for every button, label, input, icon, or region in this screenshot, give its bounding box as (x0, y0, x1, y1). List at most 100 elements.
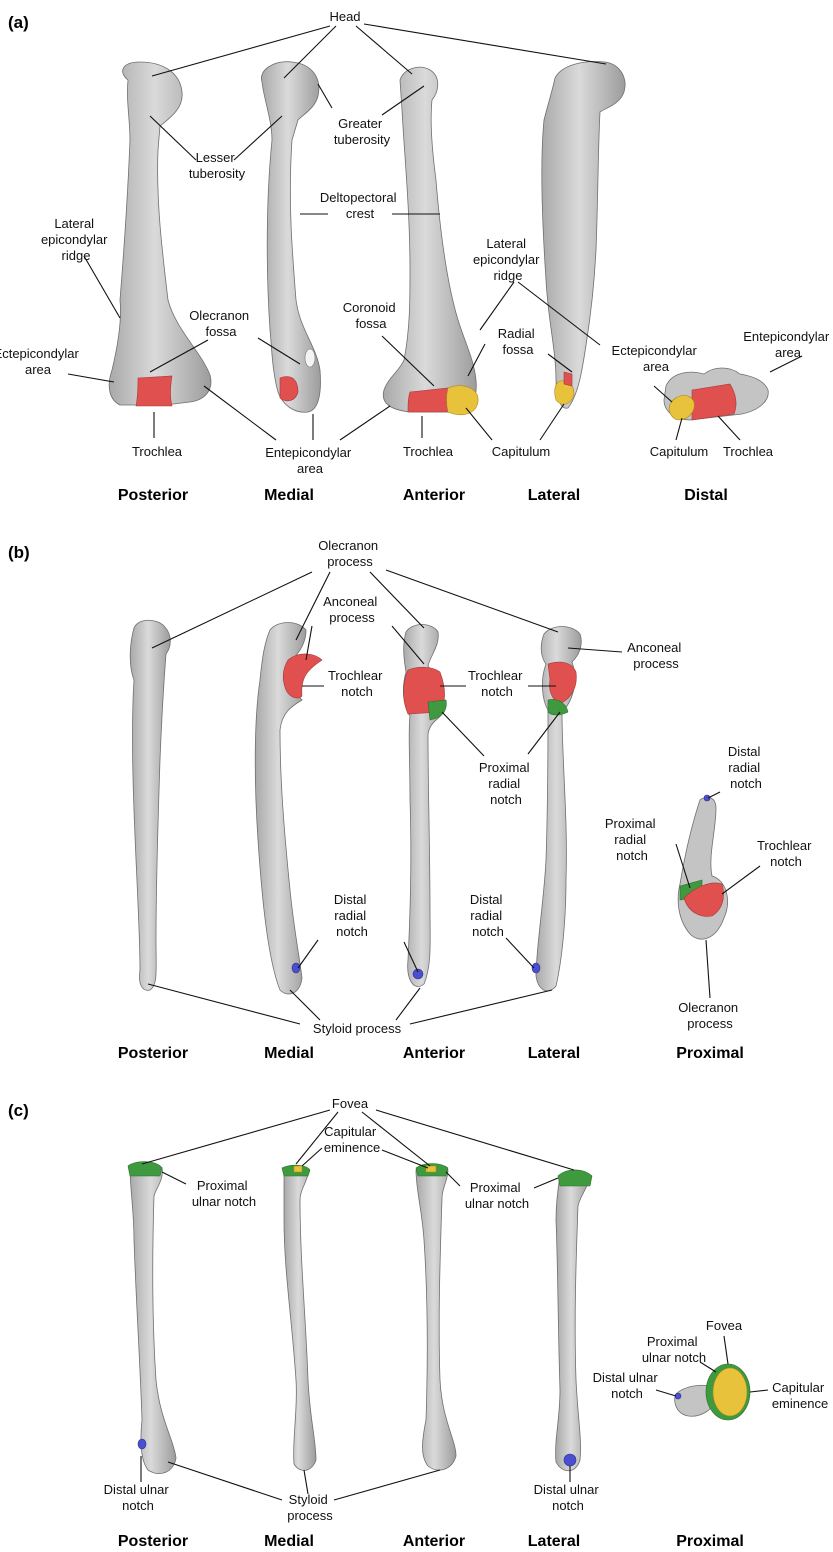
view-c-anterior: Anterior (403, 1533, 465, 1550)
view-b-proximal: Proximal (676, 1045, 744, 1062)
capitular-eminence-anterior-patch (426, 1166, 436, 1172)
label-head: Head (329, 9, 360, 24)
proximal-radial-notch-anterior-patch (428, 700, 446, 720)
label-proximal-ulnar-notch-3: Proximal ulnar notch (642, 1334, 706, 1365)
humerus-anterior (383, 67, 478, 415)
radius-anterior (416, 1164, 456, 1471)
fovea-posterior-patch (128, 1162, 162, 1176)
label-capitulum-2: Capitulum (650, 444, 709, 459)
label-lateral-epicondylar-ridge-2: Lateral epicondylar ridge (473, 236, 543, 283)
view-b-anterior: Anterior (403, 1045, 465, 1062)
label-olecranon-process-2: Olecranon process (678, 1000, 742, 1031)
ulna-anterior (403, 625, 446, 987)
panel-c-letter: (c) (8, 1101, 29, 1120)
view-a-anterior: Anterior (403, 487, 465, 504)
distal-radial-notch-lateral-patch (532, 963, 540, 973)
label-fovea-1: Fovea (332, 1096, 369, 1111)
label-capitular-eminence-1: Capitular eminence (324, 1124, 380, 1155)
radius-lateral-bone (556, 1170, 590, 1471)
label-anconeal-process-2: Anconeal process (627, 640, 685, 671)
label-distal-radial-notch-3: Distal radial notch (728, 744, 764, 791)
distal-ulnar-notch-posterior-patch (138, 1439, 146, 1449)
view-c-lateral: Lateral (528, 1533, 580, 1550)
panel-c-leaders (141, 1110, 768, 1500)
label-trochlear-notch-2: Trochlear notch (468, 668, 526, 699)
label-anconeal-process-1: Anconeal process (323, 594, 381, 625)
radius-medial (282, 1165, 316, 1470)
label-ectepicondylar-area-1: Ectepicondylar area (0, 346, 82, 377)
humerus-posterior-bone (109, 62, 211, 405)
label-distal-radial-notch-2: Distal radial notch (470, 892, 506, 939)
ulna-lateral (532, 627, 581, 991)
view-a-medial: Medial (264, 487, 314, 504)
ulna-medial (255, 623, 322, 995)
label-fovea-2: Fovea (706, 1318, 743, 1333)
label-lateral-epicondylar-ridge-1: Lateral epicondylar ridge (41, 216, 111, 263)
label-distal-ulnar-notch-1: Distal ulnar notch (104, 1482, 173, 1513)
trochlea-distal-patch (692, 384, 736, 420)
trochlear-notch-medial-patch (283, 654, 322, 698)
view-c-posterior: Posterior (118, 1533, 188, 1550)
ulna-proximal (678, 795, 727, 939)
distal-ulnar-notch-lateral-patch (564, 1454, 576, 1466)
trochlea-posterior-patch (136, 376, 172, 406)
label-proximal-ulnar-notch-2: Proximal ulnar notch (465, 1180, 529, 1211)
label-trochlea-2: Trochlea (403, 444, 454, 459)
humerus-anterior-bone (383, 67, 476, 412)
label-distal-radial-notch-1: Distal radial notch (334, 892, 370, 939)
humerus-posterior (109, 62, 211, 406)
label-proximal-radial-notch-2: Proximal radial notch (605, 816, 659, 863)
radius-medial-bone (284, 1167, 316, 1471)
ulna-posterior-bone (130, 620, 170, 990)
distal-radial-notch-anterior-patch (413, 969, 423, 979)
label-entepicondylar-area-2: Entepicondylar area (743, 329, 833, 360)
panel-c: (c) (8, 1096, 828, 1550)
fovea-lateral-patch (558, 1170, 592, 1186)
trochlea-lateral-patch (564, 372, 572, 386)
radius-proximal (675, 1364, 750, 1420)
label-trochlear-notch-3: Trochlear notch (757, 838, 815, 869)
ulna-posterior (130, 620, 170, 990)
label-capitulum-1: Capitulum (492, 444, 551, 459)
label-trochlea-1: Trochlea (132, 444, 183, 459)
panel-a-letter: (a) (8, 13, 29, 32)
label-styloid-process-c: Styloid process (287, 1492, 333, 1523)
panel-a: (a) (0, 9, 833, 504)
capitulum-anterior-patch (447, 386, 479, 415)
label-trochlea-3: Trochlea (723, 444, 774, 459)
radius-posterior (128, 1162, 176, 1474)
panel-b-letter: (b) (8, 543, 30, 562)
label-lesser-tuberosity: Lesser tuberosity (189, 150, 246, 181)
label-olecranon-process-1: Olecranon process (318, 538, 382, 569)
capitular-eminence-medial-patch (294, 1166, 302, 1172)
label-trochlear-notch-1: Trochlear notch (328, 668, 386, 699)
fovea-proximal-patch (713, 1368, 747, 1416)
label-capitular-eminence-2: Capitular eminence (772, 1380, 828, 1411)
label-greater-tuberosity: Greater tuberosity (334, 116, 391, 147)
view-b-medial: Medial (264, 1045, 314, 1062)
panel-b-view-names: Posterior Medial Anterior Lateral Proxim… (118, 1045, 744, 1062)
distal-radial-notch-medial-patch (292, 963, 300, 973)
view-a-lateral: Lateral (528, 487, 580, 504)
label-deltopectoral-crest: Deltopectoral crest (320, 190, 400, 221)
ulna-proximal-bone (678, 797, 727, 939)
trochlea-anterior-patch (408, 388, 448, 412)
radius-anterior-bone (416, 1166, 456, 1471)
label-distal-ulnar-notch-2: Distal ulnar notch (534, 1482, 603, 1513)
label-entepicondylar-area-1: Entepicondylar area (265, 445, 355, 476)
label-coronoid-fossa: Coronoid fossa (343, 300, 399, 331)
radius-lateral (556, 1170, 592, 1471)
panel-b: (b) (8, 538, 815, 1062)
label-olecranon-fossa: Olecranon fossa (189, 308, 253, 339)
panel-c-labels: Fovea Capitular eminence Proximal ulnar … (104, 1096, 829, 1523)
panel-c-view-names: Posterior Medial Anterior Lateral Proxim… (118, 1533, 744, 1550)
label-proximal-ulnar-notch-1: Proximal ulnar notch (192, 1178, 256, 1209)
view-a-posterior: Posterior (118, 487, 188, 504)
humerus-distal (664, 368, 768, 420)
panel-b-leaders (148, 570, 760, 1024)
radius-posterior-bone (130, 1162, 176, 1474)
olecranon-fossa-hole (305, 349, 315, 367)
label-proximal-radial-notch-1: Proximal radial notch (479, 760, 533, 807)
